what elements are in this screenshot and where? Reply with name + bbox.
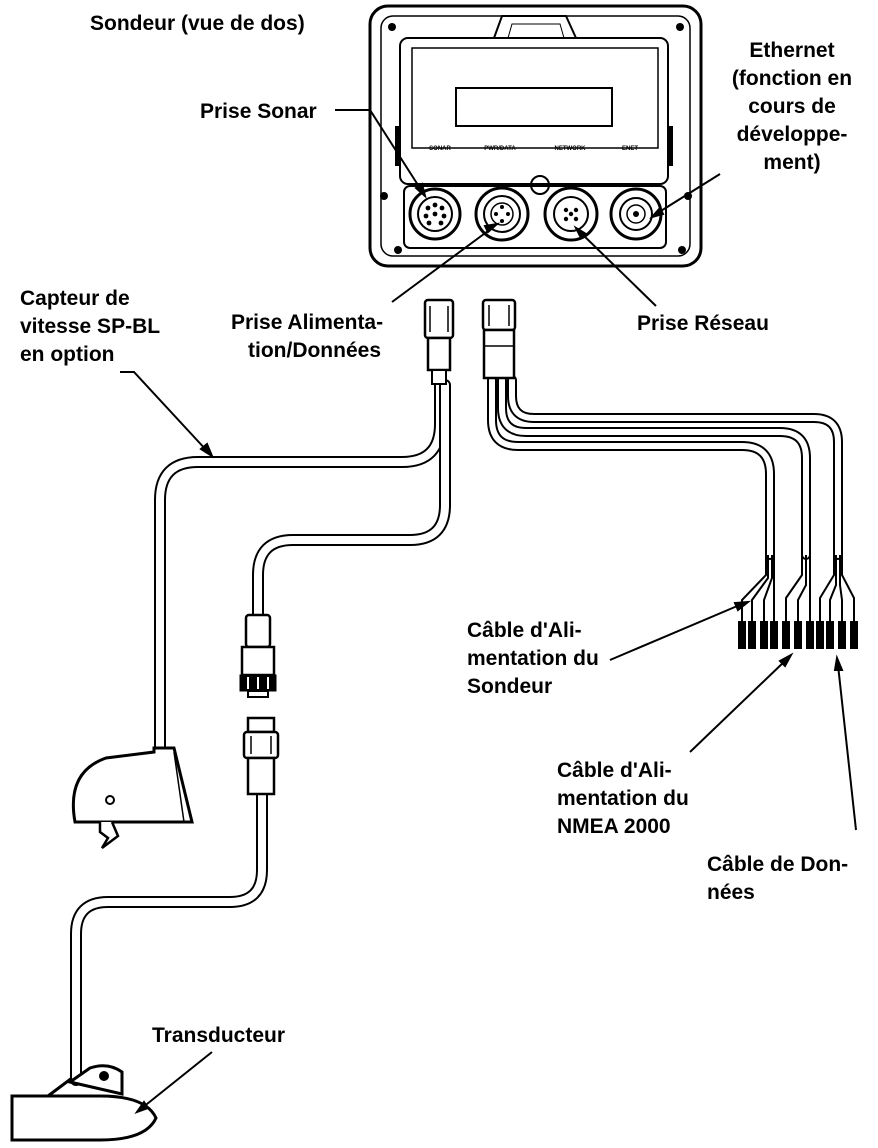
transducer-cable-connector-socket [239,613,277,698]
pointer-cable-alim-nmea [689,659,787,753]
power-data-port [474,186,530,242]
label-sondeur: Sondeur (vue de dos) [90,12,305,35]
port-label-ethernet: ENET [622,146,638,152]
speed-sensor [71,746,194,849]
svg-text:développe-: développe- [737,123,848,146]
pointer-cable-alim-sondeur [609,603,743,661]
pointer-capteur-vitesse [120,371,209,453]
sonar-unit-rear-view: SONAR PWR/DATA NETWORK ENET [368,4,703,268]
label-ethernet: Ethernet (fonction en cours de développe… [732,39,852,174]
pointer-prise-reseau [579,231,657,307]
transducer-cable-upper [252,379,451,621]
svg-text:mentation du: mentation du [467,647,599,670]
label-prise-sonar: Prise Sonar [200,100,317,123]
power-cable-connector-plug [481,298,517,380]
label-transducteur: Transducteur [152,1024,285,1047]
transducer-cable-lower [70,789,268,1086]
pointer-cable-donnees [837,664,857,831]
power-cable-wires [738,555,778,649]
data-cable-wires [816,555,858,649]
svg-text:(fonction en: (fonction en [732,67,852,90]
svg-text:tion/Données: tion/Données [248,339,381,362]
port-label-network: NETWORK [555,146,587,152]
pointer-ethernet [655,173,721,215]
ethernet-port [609,187,663,241]
svg-text:en option: en option [20,343,114,366]
pointer-transducteur [141,1051,213,1109]
svg-text:ment): ment) [763,151,820,174]
svg-text:Prise Alimenta-: Prise Alimenta- [231,311,383,334]
pointer-lines [120,109,857,1115]
svg-text:nées: nées [707,881,755,904]
svg-text:Câble de Don-: Câble de Don- [707,853,848,876]
svg-text:NMEA 2000: NMEA 2000 [557,815,671,838]
speed-sensor-cable [154,377,446,758]
label-prise-alimentation: Prise Alimenta- tion/Données [231,311,383,362]
svg-text:Capteur de: Capteur de [20,287,130,310]
svg-text:Sondeur: Sondeur [467,675,552,698]
port-label-power-data: PWR/DATA [484,146,516,152]
svg-text:cours de: cours de [748,95,836,118]
label-prise-reseau: Prise Réseau [637,312,769,335]
network-port [543,186,599,242]
label-cable-donnees: Câble de Don- nées [707,853,848,904]
power-data-connector-plug [423,298,455,385]
transducer [10,1064,158,1142]
sonar-port [408,187,462,241]
pointer-prise-alimentation [391,227,493,303]
transducer-connector-plug [242,716,280,796]
svg-text:Ethernet: Ethernet [749,39,834,62]
svg-text:Câble d'Ali-: Câble d'Ali- [467,619,582,642]
pointer-prise-sonar [335,109,426,197]
svg-text:vitesse SP-BL: vitesse SP-BL [20,315,160,338]
nmea-power-cable-wires [782,555,814,649]
power-data-cable-bundle [487,375,843,560]
port-label-sonar: SONAR [429,146,451,152]
label-capteur-vitesse: Capteur de vitesse SP-BL en option [20,287,160,366]
label-cable-alim-sondeur: Câble d'Ali- mentation du Sondeur [467,619,599,698]
svg-text:Câble d'Ali-: Câble d'Ali- [557,759,672,782]
svg-text:mentation du: mentation du [557,787,689,810]
label-cable-alim-nmea: Câble d'Ali- mentation du NMEA 2000 [557,759,689,838]
